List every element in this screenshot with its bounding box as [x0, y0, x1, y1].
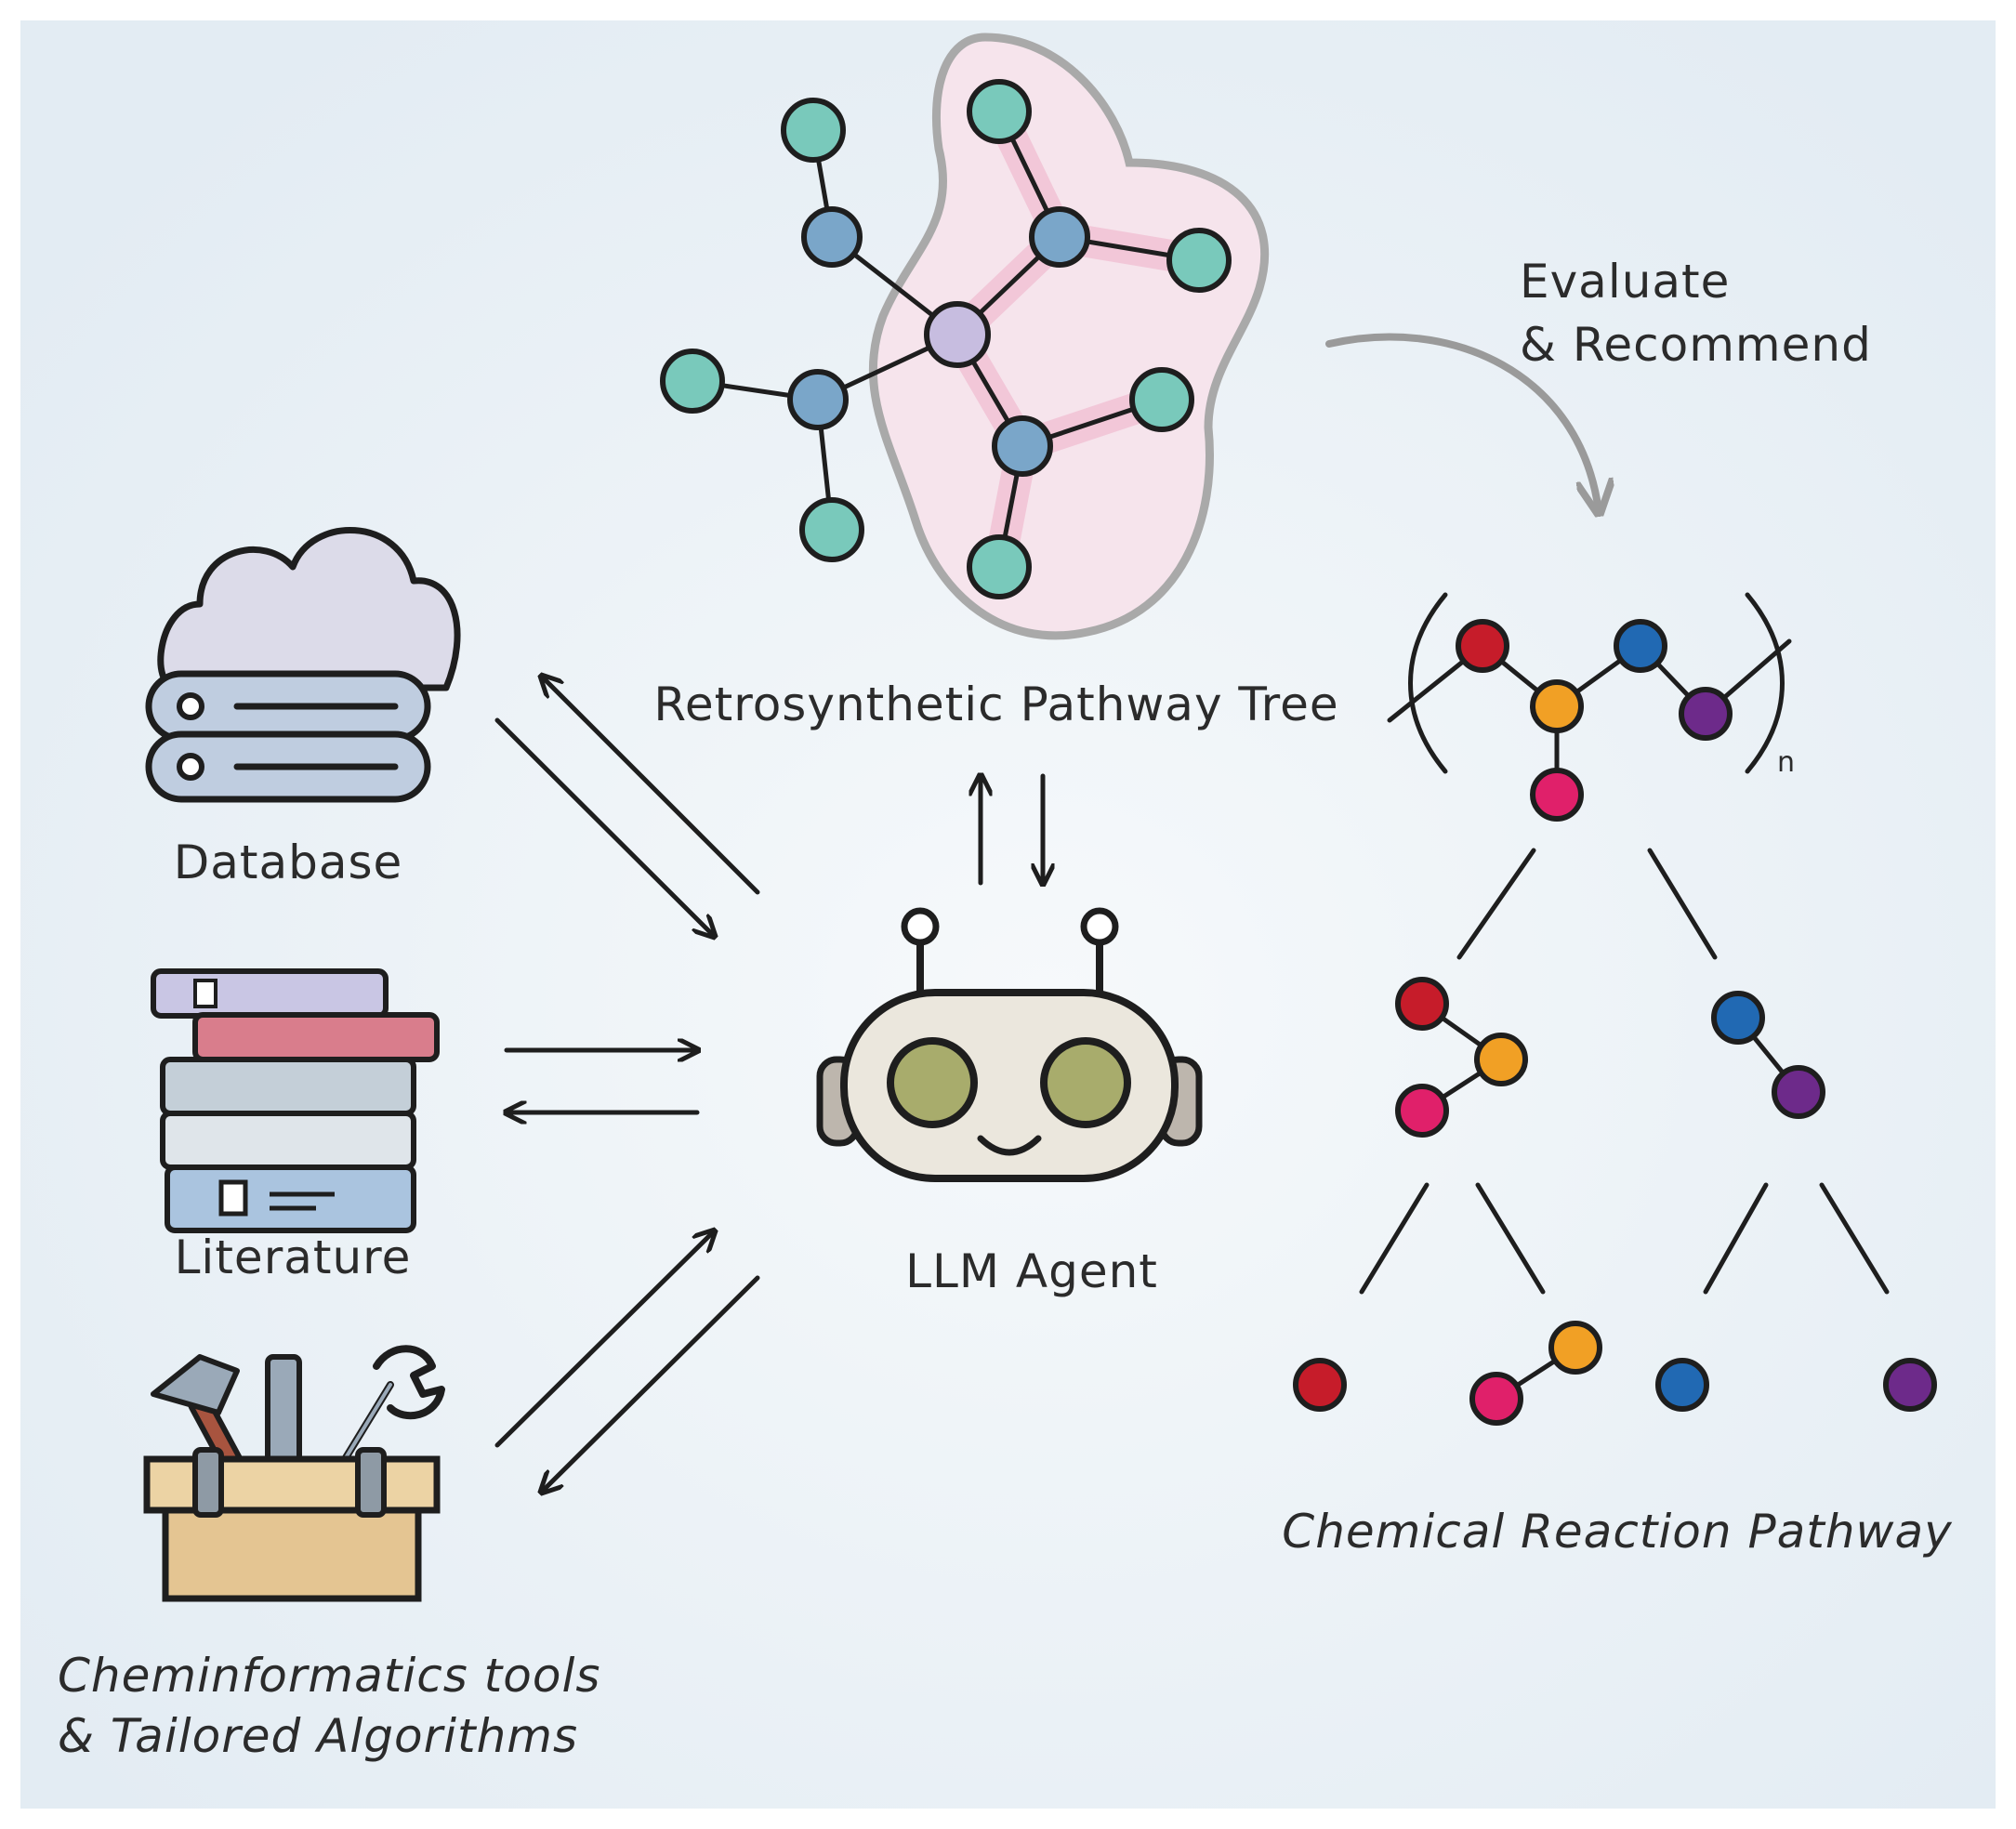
leaf-atom-purple: [1883, 1358, 1937, 1412]
polymer-atom-blue: [1614, 619, 1667, 673]
robot-head-icon: [816, 907, 1203, 1182]
arrow-agent-to-database: [542, 677, 760, 895]
tree-node-leaf: [967, 79, 1032, 144]
literature-label: Literature: [175, 1230, 412, 1284]
polymer-atom-purple: [1679, 687, 1733, 741]
evaluate-arrow: [1325, 333, 1599, 512]
polymer-atom-orange: [1530, 679, 1584, 733]
leaf-atom-blue: [1655, 1358, 1709, 1412]
arrow-agent-to-tools: [542, 1275, 760, 1492]
bracket-left: [1408, 592, 1448, 774]
fragment-atom-red: [1395, 977, 1449, 1031]
reaction-pathway-label: Chemical Reaction Pathway: [1282, 1505, 1953, 1559]
pathway-branches: [1359, 848, 1890, 1295]
bracket-right: [1745, 592, 1785, 774]
tree-node-leaf: [781, 98, 846, 163]
book-stack-icon: [151, 968, 440, 1233]
highlight-region: [868, 33, 1270, 640]
fragment-atom-orange: [1474, 1033, 1528, 1086]
tree-node-leaf: [660, 349, 725, 414]
arrow-database-to-agent: [494, 717, 714, 936]
toolbox-icon: [143, 1345, 445, 1602]
polymer-atom-pink: [1530, 768, 1584, 822]
fragment-atom-purple: [1772, 1065, 1825, 1119]
reaction-pathway-graphic: n: [1293, 592, 1937, 1426]
tree-node-inner: [1029, 206, 1090, 268]
polymer-atom-red: [1456, 619, 1509, 673]
tree-node-inner: [992, 415, 1053, 477]
tree-node-leaf: [1166, 228, 1232, 293]
evaluate-label-line1: Evaluate: [1520, 255, 1730, 309]
evaluate-label-line2: & Recommend: [1520, 318, 1872, 372]
tree-node-leaf: [799, 497, 864, 562]
arrow-tools-to-agent: [494, 1231, 714, 1448]
leaf-atom-red: [1293, 1358, 1347, 1412]
tree-node-leaf: [967, 534, 1032, 599]
agent-label: LLM Agent: [905, 1244, 1158, 1298]
tree-node-inner: [801, 206, 863, 268]
tools-label-line1: Cheminformatics tools: [58, 1649, 600, 1703]
leaf-atom-pink: [1469, 1372, 1523, 1426]
retrosynthetic-tree-graphic: [660, 33, 1270, 640]
pathway-tree-label: Retrosynthetic Pathway Tree: [653, 678, 1338, 731]
polymer-subscript-n: n: [1777, 746, 1795, 779]
fragment-atom-pink: [1395, 1084, 1449, 1138]
leaf-atom-orange: [1548, 1321, 1602, 1375]
fragment-atom-blue: [1711, 991, 1765, 1045]
tree-node-root: [924, 301, 991, 368]
exchange-arrows: [494, 677, 1043, 1492]
tools-label-line2: & Tailored Algorithms: [58, 1709, 578, 1763]
cloud-database-icon: [145, 527, 461, 803]
database-label: Database: [174, 836, 403, 889]
tree-node-inner: [787, 369, 849, 430]
tree-node-leaf: [1129, 367, 1194, 432]
